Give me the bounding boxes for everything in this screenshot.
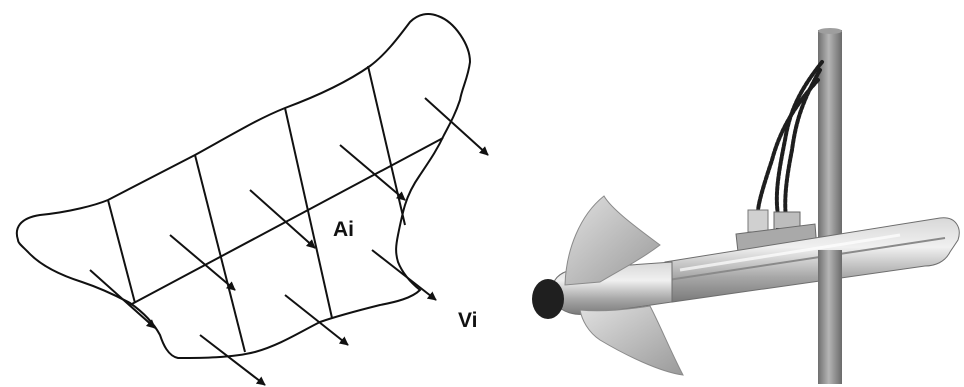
grid-line-vertical-4 [367, 65, 406, 226]
velocity-arrow [249, 189, 316, 249]
velocity-arrow [424, 97, 489, 156]
velocity-arrow [284, 294, 349, 346]
current-meter-illustration [532, 28, 960, 384]
cross-section-outline [15, 13, 472, 360]
sensor-body [664, 217, 960, 303]
grid-line-vertical-1 [107, 199, 136, 304]
propeller-blade-lower [579, 305, 684, 376]
velocity-arrow [371, 249, 437, 301]
signal-cables [756, 60, 824, 220]
connector [747, 209, 769, 233]
pole-top [818, 28, 842, 34]
velocity-arrow [339, 144, 406, 201]
velocity-arrow [199, 334, 266, 386]
mounting-pole-lower [818, 250, 842, 384]
propeller-blade-upper [564, 195, 661, 286]
grid-line-vertical-3 [284, 107, 333, 319]
cross-section-diagram [15, 13, 489, 386]
sensor-body-groove [667, 237, 946, 281]
sensor-body-highlight [679, 233, 901, 272]
area-label: Ai [333, 218, 354, 241]
nose-cone [532, 279, 564, 319]
velocity-arrow [89, 269, 156, 329]
grid-line-vertical-2 [194, 154, 246, 353]
velocity-arrow [169, 234, 236, 291]
velocity-label: Vi [458, 309, 477, 332]
